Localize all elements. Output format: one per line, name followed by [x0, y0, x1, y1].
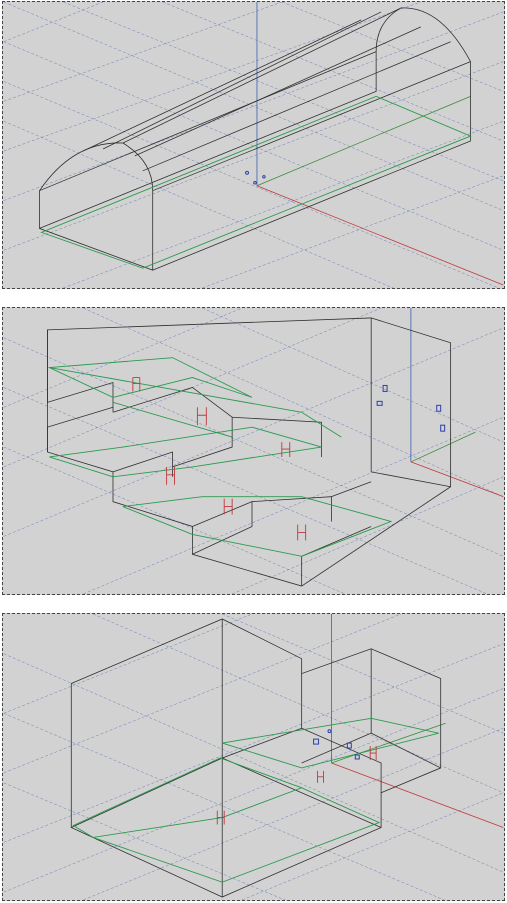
- viewport-tunnel-canvas[interactable]: [3, 2, 504, 288]
- objects[interactable]: [313, 729, 360, 760]
- chairs[interactable]: [216, 746, 377, 825]
- viewport-tunnel[interactable]: [2, 1, 505, 289]
- axes: [410, 308, 504, 498]
- grid-lines: [3, 2, 504, 288]
- axes: [331, 614, 504, 828]
- tunnel-floor: [40, 95, 472, 269]
- x-axis: [256, 185, 504, 286]
- viewport-stepped-canvas[interactable]: [3, 308, 504, 594]
- origin-objects[interactable]: [245, 170, 266, 185]
- y-axis: [256, 95, 471, 187]
- chairs[interactable]: [132, 377, 307, 541]
- grid-lines: [3, 614, 504, 900]
- stepped-floors: [47, 357, 393, 557]
- viewport-lshape-canvas[interactable]: [3, 614, 504, 900]
- grid-lines: [3, 308, 504, 594]
- axes: [256, 2, 504, 286]
- tunnel-wireframe[interactable]: [39, 7, 471, 271]
- lshape-wireframe[interactable]: [70, 618, 442, 898]
- lshape-floor: [72, 717, 439, 883]
- viewport-lshape[interactable]: [2, 613, 505, 901]
- objects[interactable]: [376, 384, 446, 432]
- viewport-stepped[interactable]: [2, 307, 505, 595]
